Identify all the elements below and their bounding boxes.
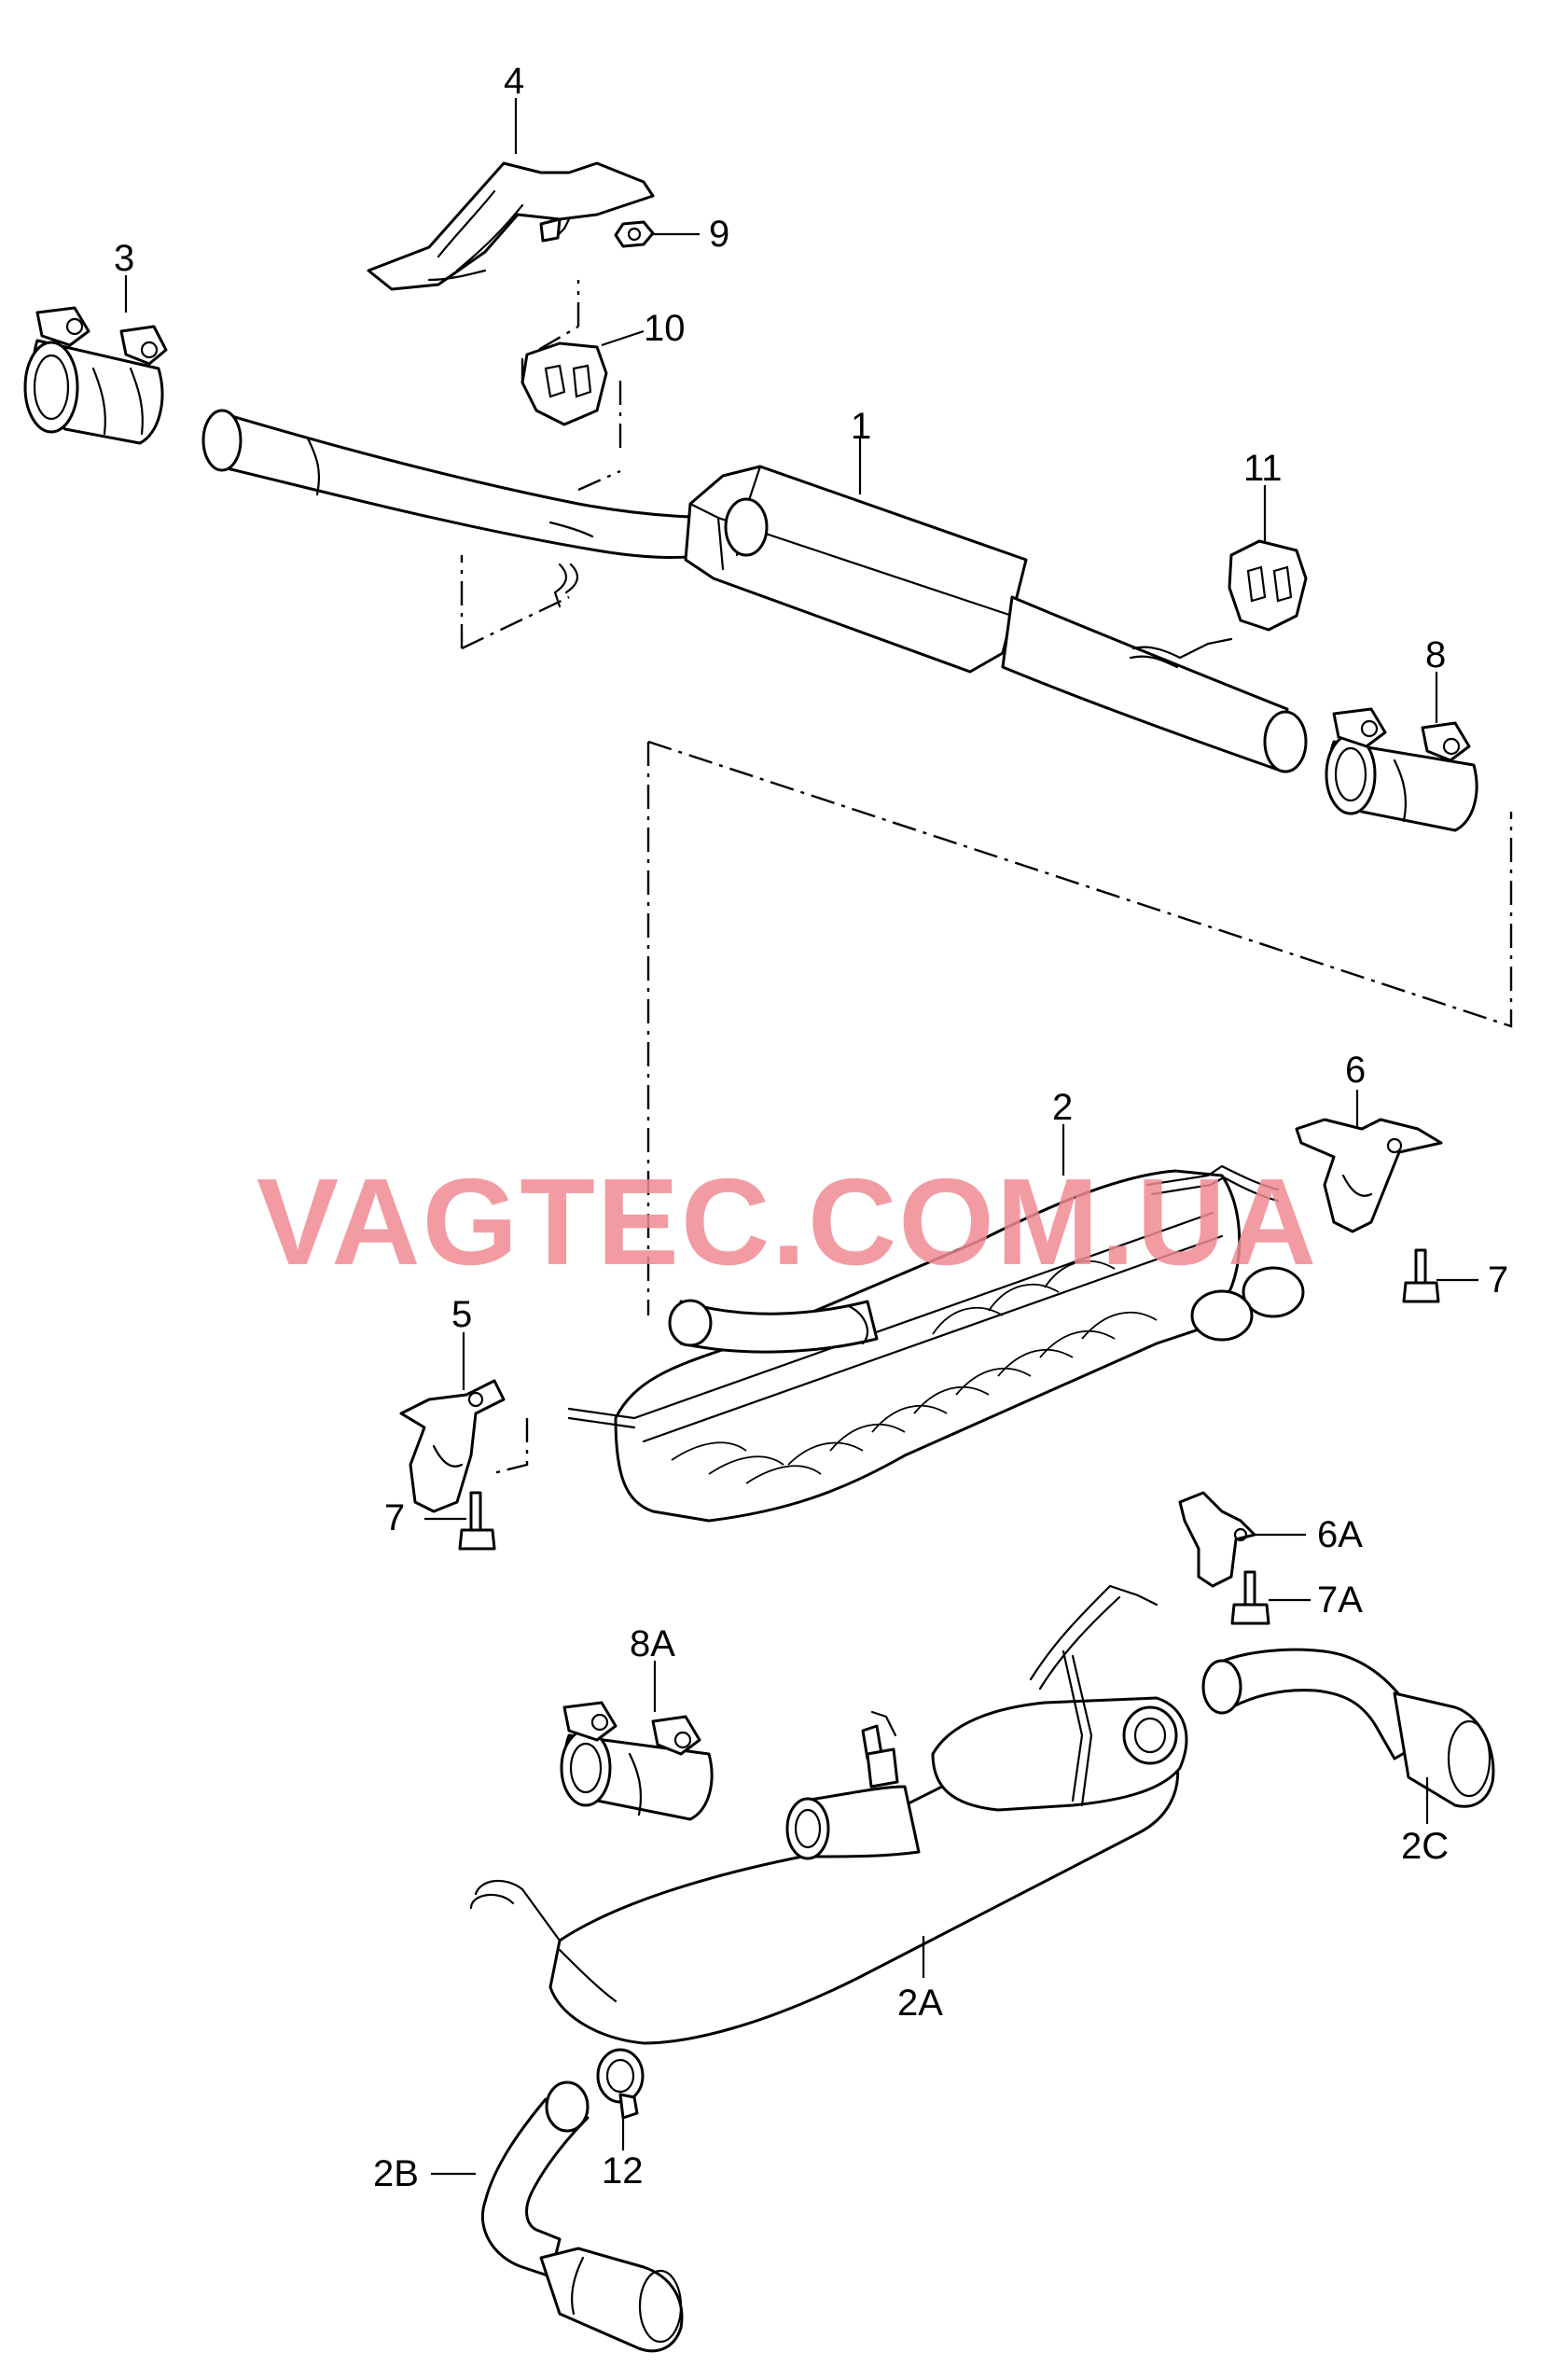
- watermark-text: VAGTEC.COM.UA: [257, 1153, 1318, 1290]
- tail-pipe-2b: [480, 2081, 684, 2353]
- label-1: 1: [851, 406, 871, 447]
- label-2b: 2B: [373, 2153, 419, 2194]
- bolt-7a: [1230, 1570, 1270, 1625]
- label-2a: 2A: [897, 1983, 943, 2024]
- bracket-4: [367, 161, 655, 291]
- nut-9: [614, 220, 655, 248]
- assembly-dash-lines: [460, 280, 1513, 1476]
- clamp-8: [1325, 707, 1478, 832]
- callout-labels: 3 4 9 10 1 11 8 2 6 7 5 7 6A 7A 8A 2C 2A…: [114, 61, 1508, 2194]
- clamp-3: [23, 306, 168, 445]
- rubber-mount-11: [1228, 539, 1308, 632]
- label-7a: 7A: [1317, 1580, 1363, 1621]
- bracket-6a: [1178, 1491, 1256, 1588]
- rear-muffler-2: [567, 1164, 1305, 1523]
- label-9: 9: [709, 214, 729, 255]
- label-6: 6: [1345, 1050, 1366, 1091]
- label-10: 10: [644, 308, 686, 349]
- clamp-8a: [560, 1701, 714, 1821]
- bolt-7-right: [1402, 1248, 1440, 1303]
- leader-lines: [124, 98, 1478, 2176]
- label-12: 12: [602, 2150, 644, 2192]
- bracket-6: [1295, 1118, 1443, 1233]
- bracket-5: [399, 1379, 506, 1513]
- label-2c: 2C: [1401, 1826, 1449, 1867]
- label-3: 3: [114, 238, 134, 279]
- label-8: 8: [1425, 634, 1446, 675]
- rear-muffler-2a: [469, 1584, 1188, 2045]
- clamp-ring-12: [596, 2048, 645, 2120]
- tail-pipe-2c: [1201, 1648, 1495, 1808]
- label-11: 11: [1243, 448, 1283, 489]
- rubber-mount-10: [520, 341, 608, 426]
- label-2: 2: [1052, 1087, 1073, 1128]
- front-pipe-and-muffler-1: [201, 409, 1308, 773]
- label-7-left: 7: [384, 1497, 405, 1538]
- label-8a: 8A: [630, 1623, 675, 1664]
- bolt-7-left: [458, 1491, 496, 1551]
- label-4: 4: [504, 61, 524, 102]
- label-5: 5: [451, 1294, 472, 1335]
- label-6a: 6A: [1317, 1514, 1363, 1555]
- label-7-right: 7: [1488, 1260, 1508, 1301]
